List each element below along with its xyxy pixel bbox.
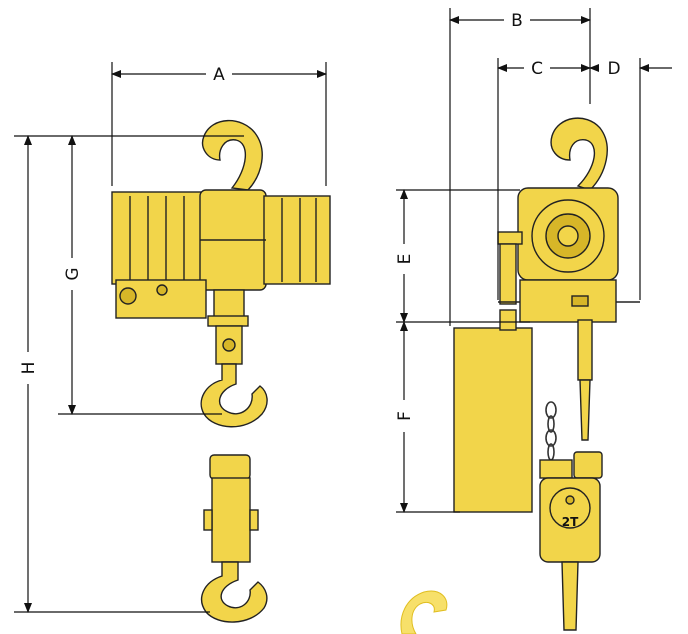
bottom-hook-left: [201, 561, 268, 623]
front-view: [111, 119, 331, 623]
dim-label-h: H: [19, 362, 39, 375]
lower-hook-left: [200, 363, 268, 428]
top-hook-left: [202, 119, 263, 191]
load-chain: [545, 401, 557, 461]
capacity-marking: 2T: [562, 515, 579, 529]
bottom-block-left: [209, 454, 251, 480]
side-view: [453, 117, 640, 631]
dimension-lines: [14, 8, 672, 613]
dim-label-c: C: [531, 59, 543, 79]
dim-label-b: B: [511, 11, 523, 31]
dim-label-a: A: [213, 65, 225, 85]
top-hook-right: [550, 117, 608, 191]
dim-label-e: E: [395, 254, 415, 265]
chain-bucket: [453, 327, 533, 513]
dim-label-g: G: [63, 267, 83, 280]
motor-housing-right: [263, 195, 331, 285]
dim-label-d: D: [607, 59, 620, 79]
motor-housing-left: [111, 191, 203, 285]
partial-hook-bottom: [400, 590, 448, 634]
dim-label-f: F: [395, 411, 415, 421]
